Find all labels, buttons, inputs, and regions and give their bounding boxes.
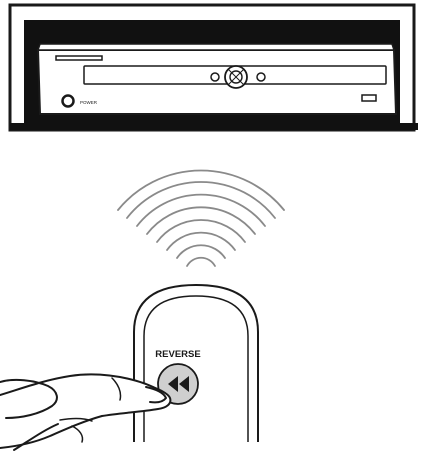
dvd-player: POWER bbox=[36, 43, 398, 115]
brand-strip bbox=[55, 55, 103, 61]
power-label: POWER bbox=[80, 100, 98, 105]
pointing-hand bbox=[0, 373, 172, 451]
rewind-icon bbox=[168, 376, 189, 392]
reverse-label: REVERSE bbox=[155, 349, 200, 360]
remote-inner-outline bbox=[143, 295, 249, 442]
right-button bbox=[256, 72, 266, 82]
display-indicator bbox=[361, 94, 377, 102]
navigation-dial bbox=[224, 65, 248, 89]
power-button bbox=[61, 94, 75, 108]
remote-control bbox=[133, 283, 259, 442]
left-button bbox=[210, 72, 220, 82]
ir-signal-waves-icon bbox=[117, 169, 285, 267]
